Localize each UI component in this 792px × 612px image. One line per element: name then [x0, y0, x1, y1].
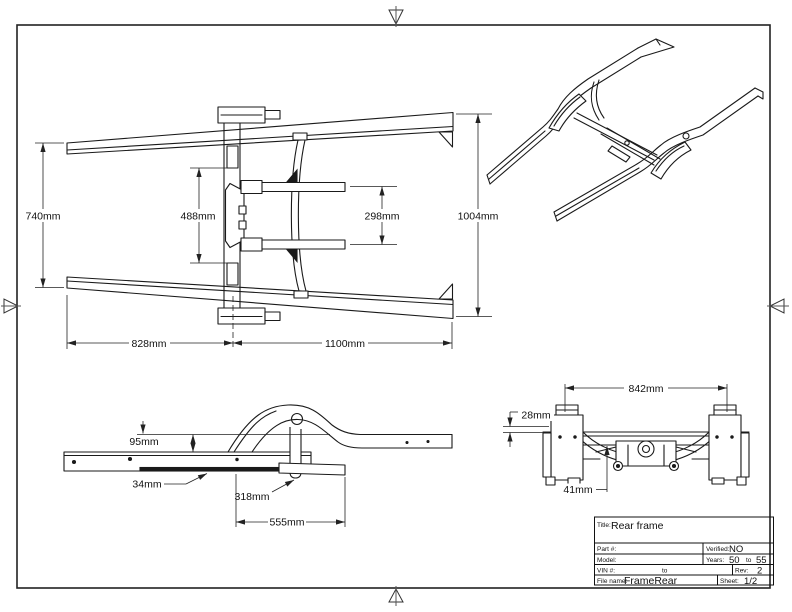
vin-label: VIN #: — [597, 568, 615, 575]
top-view-upper-rail — [66, 111, 454, 155]
dim-1100-label: 1100mm — [325, 338, 365, 350]
side-view: 95mm 34mm 318mm 555mm — [63, 404, 453, 529]
dim-28-label: 28mm — [521, 410, 550, 422]
rev-label: Rev: — [735, 568, 749, 575]
dim-842: 842mm — [564, 382, 728, 412]
kickup-hole — [290, 412, 304, 426]
pinion-circle — [637, 440, 655, 458]
dim-828-label: 828mm — [131, 338, 166, 350]
file-label: File name: — [597, 578, 628, 585]
model-label: Model: — [597, 557, 617, 564]
file-value: FrameRear — [624, 575, 678, 587]
dim-555-label: 555mm — [269, 517, 304, 529]
iso-spring-brackets — [548, 93, 692, 180]
dim-298-label: 298mm — [364, 211, 399, 223]
center-mark-right — [767, 298, 789, 314]
title-block: Title: Rear frame Part #: Verified: NO M… — [594, 516, 774, 587]
dim-740-label: 740mm — [25, 211, 60, 223]
top-view-lower-rail — [66, 276, 454, 320]
dim-298: 298mm — [350, 186, 403, 245]
dim-95: 95mm — [128, 421, 330, 452]
dim-318: 318mm — [234, 479, 295, 503]
iso-crossmembers — [573, 79, 661, 166]
sheet-value: 1/2 — [744, 576, 757, 587]
dim-28: 28mm — [503, 409, 554, 447]
rear-view-left-post — [542, 404, 584, 486]
top-view-curved-crossmember — [290, 132, 309, 299]
top-view-lower-gusset — [438, 283, 454, 300]
dim-41-label: 41mm — [563, 484, 592, 496]
rev-value: 2 — [757, 566, 762, 577]
iso-rear-gusset — [637, 38, 675, 58]
side-view-kickup — [227, 404, 453, 453]
iso-left-rail — [486, 38, 675, 185]
top-view: 740mm 488mm 298mm 1004mm 828mm — [23, 106, 502, 350]
dim-34-label: 34mm — [132, 479, 161, 491]
rear-view-right-post — [708, 404, 750, 486]
side-view-rail — [63, 451, 312, 472]
upper-bump-stop — [226, 145, 239, 169]
dim-740: 740mm — [23, 142, 64, 288]
dim-1004: 1004mm — [455, 113, 502, 317]
center-mark-left — [1, 298, 21, 314]
dim-318-label: 318mm — [234, 491, 269, 503]
dim-555: 555mm — [235, 474, 346, 529]
title-label: Title: — [597, 522, 611, 529]
dim-828: 828mm — [66, 295, 233, 350]
years-to-label: to — [746, 557, 752, 564]
lower-bump-stop — [226, 262, 239, 286]
verified-value: NO — [729, 544, 743, 555]
years-label: Years: — [706, 557, 724, 564]
center-mark-top — [388, 6, 404, 27]
title-value: Rear frame — [611, 520, 664, 532]
top-view-trailing-arms — [240, 168, 346, 264]
rear-view: 842mm 28mm 41mm — [503, 382, 750, 496]
dim-488: 488mm — [178, 167, 237, 264]
dim-1004-label: 1004mm — [458, 211, 499, 223]
dim-41: 41mm — [560, 446, 610, 496]
part-label: Part #: — [597, 546, 616, 553]
dim-95-label: 95mm — [129, 436, 158, 448]
dim-1100: 1100mm — [233, 322, 453, 350]
years-from: 50 — [729, 555, 740, 566]
sheet-label: Sheet: — [720, 578, 739, 585]
top-view-upper-gusset — [438, 131, 454, 148]
side-view-trailing-arm — [278, 462, 346, 476]
upper-arm-gusset — [285, 168, 298, 184]
dim-842-label: 842mm — [628, 383, 663, 395]
vin-to-label: to — [662, 568, 668, 575]
years-to: 55 — [756, 555, 767, 566]
verified-label: Verified: — [706, 546, 730, 553]
lower-arm-gusset — [285, 248, 298, 264]
iso-rail-end — [754, 87, 764, 100]
dim-488-label: 488mm — [180, 211, 215, 223]
iso-right-rail — [553, 87, 764, 222]
dim-34: 34mm — [132, 473, 208, 491]
center-mark-bottom — [388, 586, 404, 606]
isometric-view — [486, 38, 764, 222]
